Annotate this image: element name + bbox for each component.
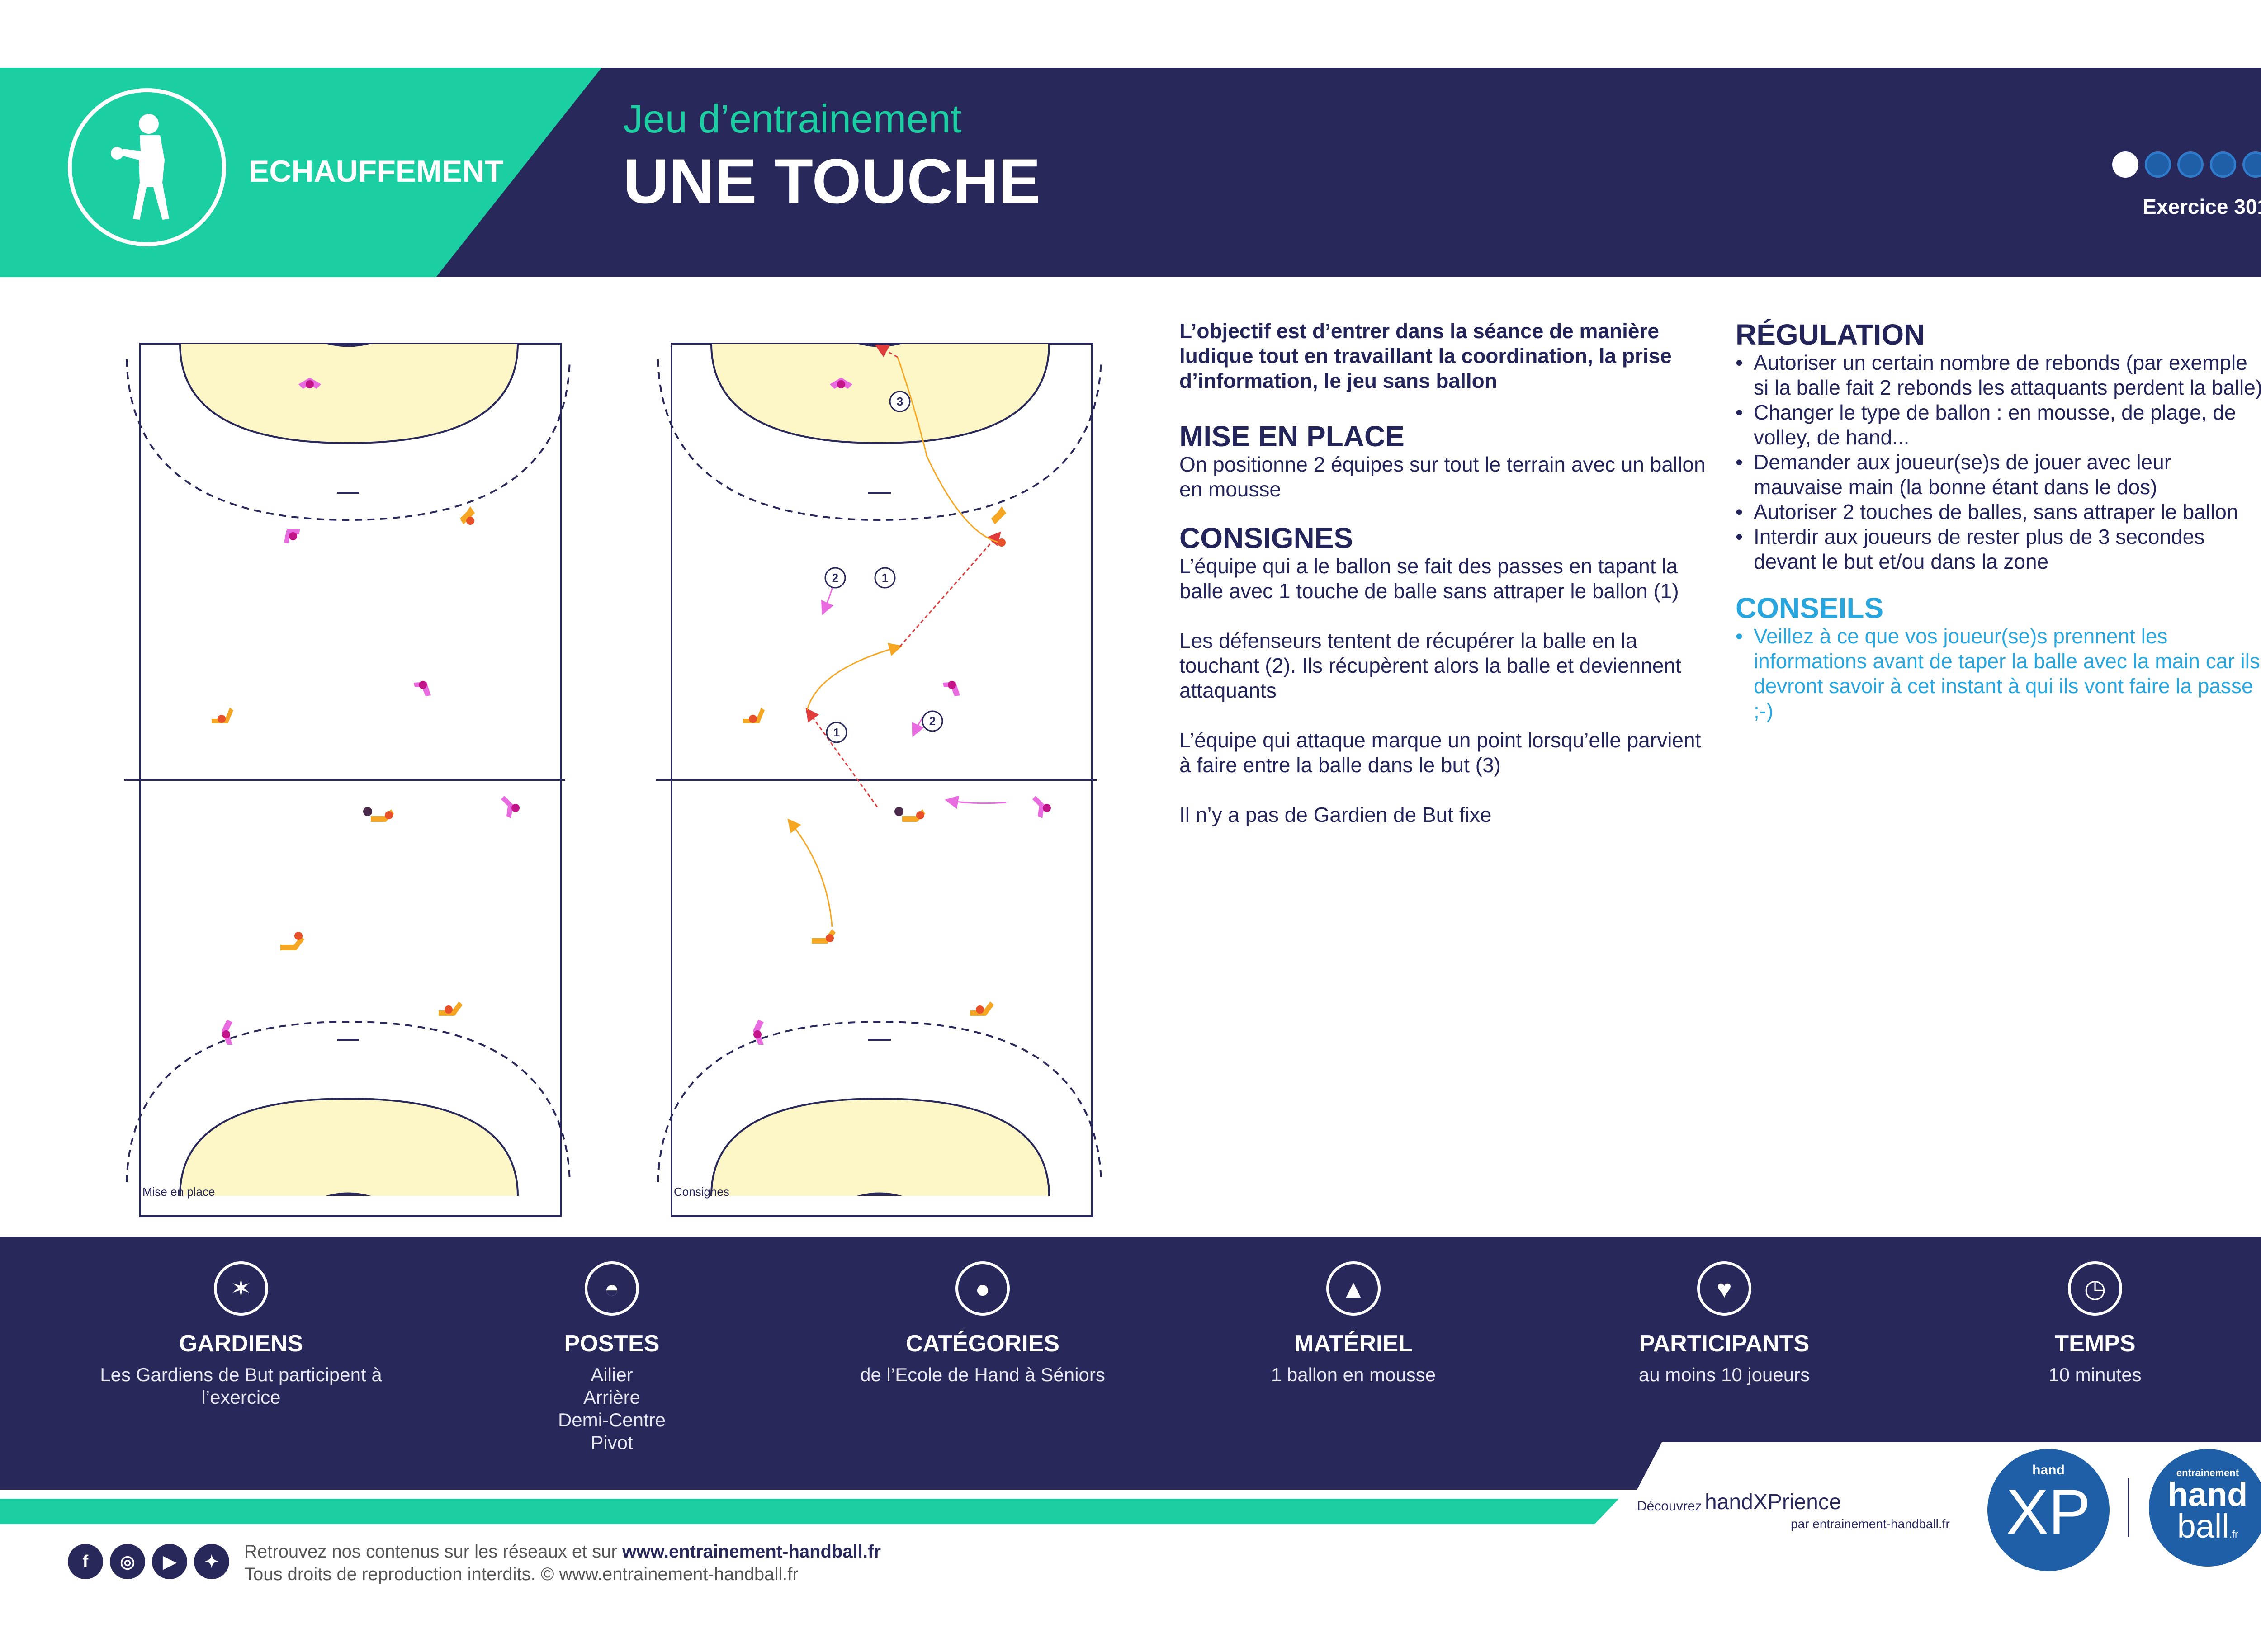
defense-player (414, 681, 431, 696)
difficulty-ball-icon (2145, 151, 2171, 178)
page-subtitle: Jeu d’entrainement (623, 96, 962, 141)
copyright-text: Tous droits de reproduction interdits. ©… (244, 1564, 799, 1584)
ball-icon (894, 807, 903, 816)
list-item: Changer le type de ballon : en mousse, d… (1736, 400, 2261, 450)
diagram-caption-right: Consignes (674, 1185, 729, 1199)
info-time: ◷ TEMPS 10 minutes (1910, 1261, 2261, 1386)
defense-player (753, 1020, 764, 1045)
goalkeeper-icon: ✶ (214, 1261, 268, 1316)
group-icon: ● (955, 1261, 1010, 1316)
defense-player (830, 378, 852, 389)
svg-text:2: 2 (929, 714, 936, 728)
facebook-icon[interactable]: f (68, 1544, 103, 1579)
players-icon: ♥ (1697, 1261, 1751, 1316)
footer-stripe (0, 1499, 1619, 1524)
svg-text:3: 3 (897, 395, 903, 408)
promo-brand[interactable]: handXPrience (1705, 1490, 1841, 1514)
attack-player (212, 708, 233, 723)
advice-heading: CONSEILS (1736, 592, 1884, 624)
defense-player (298, 378, 321, 389)
setup-text: On positionne 2 équipes sur tout le terr… (1179, 453, 1706, 501)
attack-player (371, 809, 394, 822)
attack-player (902, 809, 925, 822)
clock-icon: ◷ (2068, 1261, 2122, 1316)
attack-player (812, 929, 836, 944)
info-categories: ● CATÉGORIES de l’Ecole de Hand à Sénior… (797, 1261, 1168, 1386)
list-item: Interdir aux joueurs de rester plus de 3… (1736, 524, 2261, 574)
info-equipment: ▲ MATÉRIEL 1 ballon en mousse (1168, 1261, 1539, 1386)
defense-player (1032, 796, 1051, 818)
promo-by: par entrainement-handball.fr (1791, 1517, 1950, 1531)
youtube-icon[interactable]: ▶ (152, 1544, 187, 1579)
instructions-heading: CONSIGNES (1179, 522, 1353, 554)
website-link[interactable]: www.entrainement-handball.fr (622, 1542, 881, 1562)
svg-text:2: 2 (832, 571, 838, 585)
attack-player (743, 708, 765, 723)
court-icon: ◓ (585, 1261, 639, 1316)
list-item: Veillez à ce que vos joueur(se)s prennen… (1736, 624, 2261, 723)
attack-player (439, 1001, 463, 1016)
attack-player (970, 1001, 994, 1016)
section-label: ECHAUFFEMENT (249, 154, 503, 189)
promo-prefix: Découvrez (1637, 1499, 1702, 1514)
court-left (124, 343, 571, 1217)
regulation-list: Autoriser un certain nombre de rebonds (… (1736, 350, 2261, 574)
step-label: 3 2 1 1 2 (824, 391, 943, 743)
attack-player (991, 506, 1006, 547)
info-goalkeepers: ✶ GARDIENS Les Gardiens de But participe… (56, 1261, 426, 1409)
regulation-heading: RÉGULATION (1736, 318, 1925, 351)
exercise-number: Exercice 301 (2143, 195, 2261, 218)
entrainement-handball-logo[interactable]: entrainement hand ball.fr (2149, 1449, 2261, 1567)
svg-text:1: 1 (833, 726, 840, 739)
page-title: UNE TOUCHE (623, 146, 1041, 217)
defense-player (943, 681, 960, 696)
ball-icon (363, 807, 372, 816)
defense-player (501, 796, 520, 818)
difficulty-rating (2112, 151, 2261, 178)
court-right (656, 343, 1102, 1217)
difficulty-ball-icon (2242, 151, 2261, 178)
info-participants: ♥ PARTICIPANTS au moins 10 joueurs (1539, 1261, 1910, 1386)
instagram-icon[interactable]: ◎ (110, 1544, 145, 1579)
list-item: Autoriser 2 touches de balles, sans attr… (1736, 500, 2261, 524)
handxp-logo[interactable]: hand XP (1987, 1449, 2110, 1571)
objective-text: L’objectif est d’entrer dans la séance d… (1179, 319, 1672, 392)
instruction-paragraph: L’équipe qui a le ballon se fait des pas… (1179, 554, 1679, 603)
regulation-column: RÉGULATION Autoriser un certain nombre d… (1736, 319, 2261, 723)
attack-player (280, 932, 304, 950)
twitter-icon[interactable]: ✦ (194, 1544, 229, 1579)
defense-player (284, 529, 300, 543)
list-item: Autoriser un certain nombre de rebonds (… (1736, 350, 2261, 400)
logo-divider (2128, 1478, 2129, 1537)
svg-text:1: 1 (882, 571, 888, 585)
advice-list: Veillez à ce que vos joueur(se)s prennen… (1736, 624, 2261, 723)
cone-icon: ▲ (1326, 1261, 1381, 1316)
player-silhouette-icon (68, 88, 226, 246)
setup-heading: MISE EN PLACE (1179, 420, 1405, 453)
list-item: Demander aux joueur(se)s de jouer avec l… (1736, 450, 2261, 500)
difficulty-ball-icon (2112, 151, 2138, 178)
instruction-paragraph: Il n’y a pas de Gardien de But fixe (1179, 803, 1492, 826)
instruction-paragraph: L’équipe qui attaque marque un point lor… (1179, 728, 1701, 777)
defense-player (222, 1020, 232, 1045)
info-positions: ◓ POSTES Ailier Arrière Demi-Centre Pivo… (426, 1261, 797, 1454)
attack-player (460, 506, 475, 525)
instruction-paragraph: Les défenseurs tentent de récupérer la b… (1179, 629, 1681, 702)
social-text: Retrouvez nos contenus sur les réseaux e… (244, 1542, 881, 1562)
difficulty-ball-icon (2177, 151, 2204, 178)
instructions-column: L’objectif est d’entrer dans la séance d… (1179, 319, 1708, 827)
court-diagrams: Mise en place 3 2 1 1 2 Consignes (124, 343, 1102, 1217)
diagram-caption-left: Mise en place (142, 1185, 215, 1199)
difficulty-ball-icon (2210, 151, 2236, 178)
